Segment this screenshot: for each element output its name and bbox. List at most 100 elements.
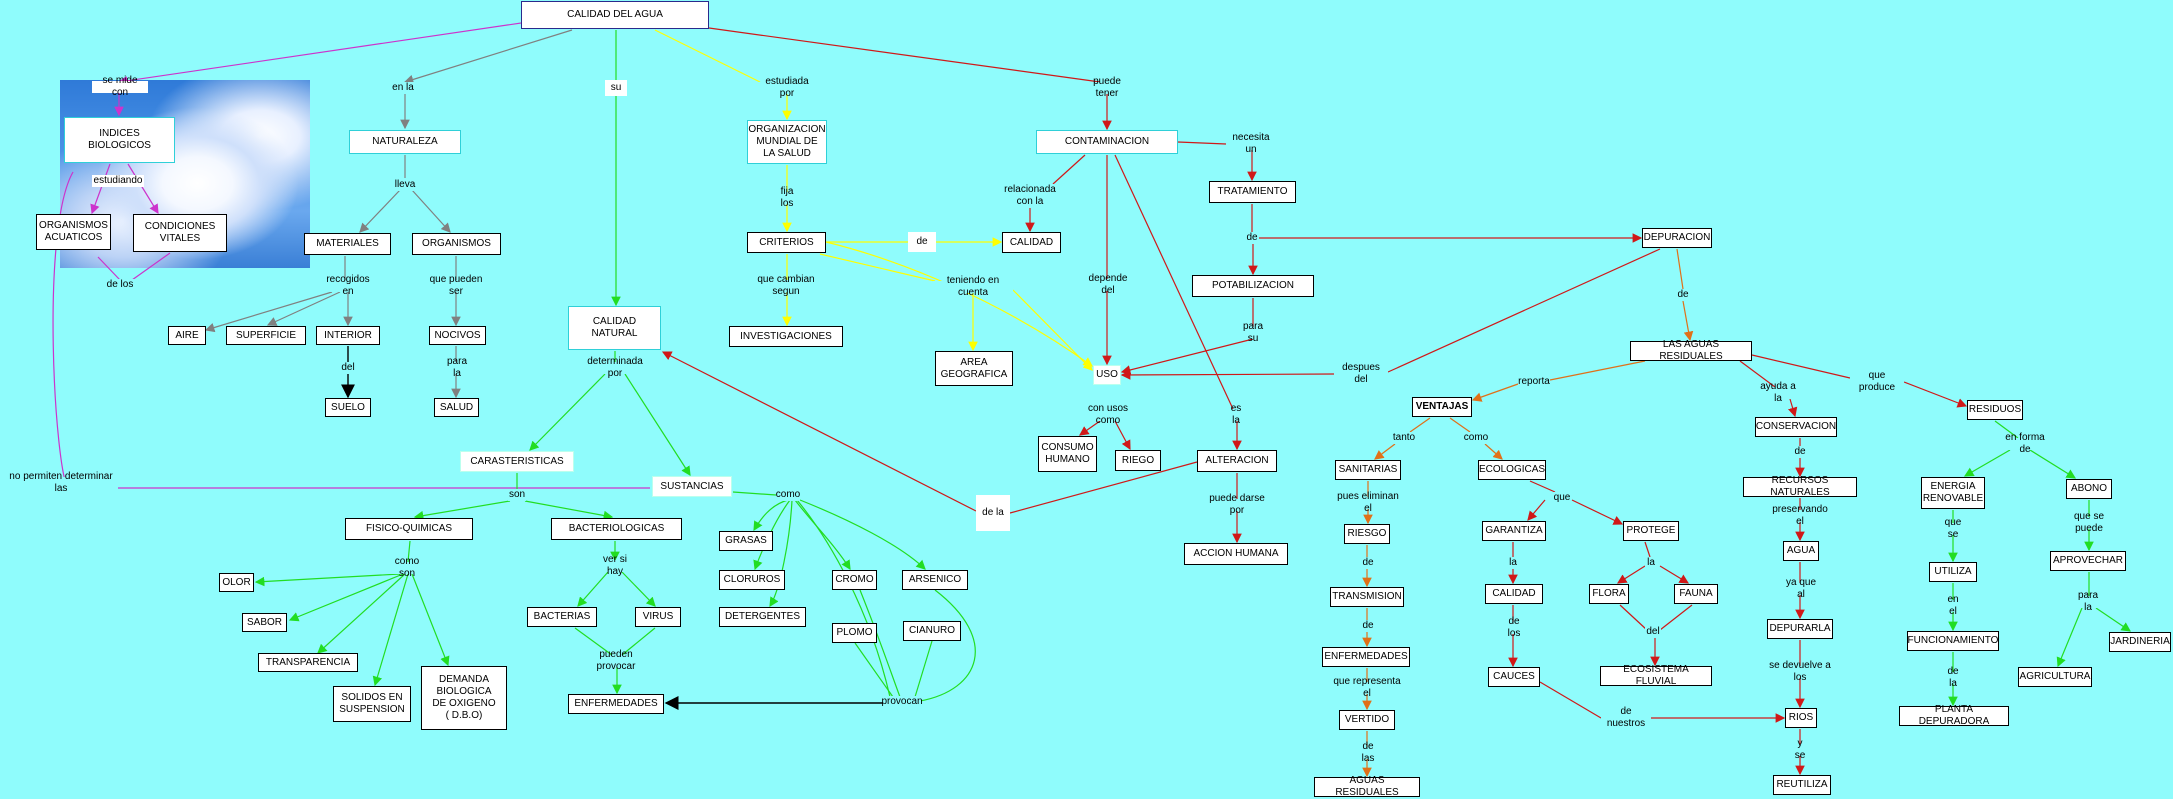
node-alteracion[interactable]: ALTERACION bbox=[1197, 450, 1277, 472]
node-sabor[interactable]: SABOR bbox=[242, 613, 287, 632]
node-agua[interactable]: AGUA bbox=[1783, 541, 1819, 561]
node-energia-renovable[interactable]: ENERGIA RENOVABLE bbox=[1921, 477, 1985, 509]
label-que-se-puede: que se puede bbox=[2061, 511, 2117, 534]
node-riego[interactable]: RIEGO bbox=[1115, 450, 1161, 471]
node-cloruros[interactable]: CLORUROS bbox=[719, 570, 785, 590]
node-calidad-natural[interactable]: CALIDAD NATURAL bbox=[568, 306, 661, 350]
node-naturaleza[interactable]: NATURALEZA bbox=[349, 130, 461, 154]
node-abono[interactable]: ABONO bbox=[2066, 479, 2112, 499]
node-consumo-humano[interactable]: CONSUMO HUMANO bbox=[1038, 436, 1097, 472]
connector-line bbox=[1079, 420, 1101, 436]
node-vertido[interactable]: VERTIDO bbox=[1339, 710, 1395, 730]
node-plomo[interactable]: PLOMO bbox=[832, 623, 877, 643]
node-cianuro[interactable]: CIANURO bbox=[903, 621, 961, 641]
node-uso[interactable]: USO bbox=[1093, 365, 1121, 385]
node-grasas[interactable]: GRASAS bbox=[719, 531, 773, 551]
node-ecologicas[interactable]: ECOLOGICAS bbox=[1478, 460, 1546, 480]
node-enfermedades-2[interactable]: ENFERMEDADES bbox=[1322, 647, 1410, 667]
node-potabilizacion[interactable]: POTABILIZACION bbox=[1192, 275, 1314, 297]
node-arsenico[interactable]: ARSENICO bbox=[902, 570, 968, 590]
node-jardineria[interactable]: JARDINERIA bbox=[2109, 632, 2171, 652]
node-cauces[interactable]: CAUCES bbox=[1488, 667, 1540, 687]
node-recursos-naturales[interactable]: RECURSOS NATURALES bbox=[1743, 475, 1857, 498]
node-organismos-acuaticos[interactable]: ORGANISMOS ACUATICOS bbox=[36, 214, 111, 250]
connector-line bbox=[117, 21, 529, 86]
label-lleva: lleva bbox=[393, 179, 417, 191]
node-depurarla[interactable]: DEPURARLA bbox=[1767, 619, 1833, 639]
node-reutiliza[interactable]: REUTILIZA bbox=[1773, 775, 1831, 795]
node-agricultura[interactable]: AGRICULTURA bbox=[2018, 667, 2092, 687]
node-nocivos[interactable]: NOCIVOS bbox=[429, 326, 486, 345]
node-aprovechar[interactable]: APROVECHAR bbox=[2050, 551, 2126, 571]
node-funcionamiento[interactable]: FUNCIONAMIENTO bbox=[1907, 631, 1999, 651]
node-criterios[interactable]: CRITERIOS bbox=[747, 232, 826, 253]
node-materiales[interactable]: MATERIALES bbox=[304, 233, 391, 255]
node-salud[interactable]: SALUD bbox=[434, 398, 479, 417]
connector-line bbox=[1682, 300, 1694, 342]
node-contaminacion[interactable]: CONTAMINACION bbox=[1036, 130, 1178, 154]
node-tratamiento[interactable]: TRATAMIENTO bbox=[1209, 181, 1296, 203]
node-accion-humana[interactable]: ACCION HUMANA bbox=[1184, 543, 1288, 565]
label-en-la: en la bbox=[390, 82, 416, 94]
node-ecosistema-fluvial[interactable]: ECOSISTEMA FLUVIAL bbox=[1600, 664, 1712, 687]
connector-line bbox=[372, 573, 409, 687]
node-planta-depuradora[interactable]: PLANTA DEPURADORA bbox=[1899, 704, 2009, 727]
label-puede-darse-por: puede darse por bbox=[1203, 493, 1271, 516]
node-depuracion[interactable]: DEPURACION bbox=[1642, 228, 1712, 248]
node-interior[interactable]: INTERIOR bbox=[316, 326, 380, 345]
node-organismos[interactable]: ORGANISMOS bbox=[412, 233, 501, 255]
node-solidos-en-suspension[interactable]: SOLIDOS EN SUSPENSION bbox=[333, 686, 411, 722]
connector-line bbox=[1374, 443, 1396, 460]
node-transmision[interactable]: TRANSMISION bbox=[1330, 587, 1404, 607]
node-riesgo[interactable]: RIESGO bbox=[1344, 524, 1390, 544]
node-protege[interactable]: PROTEGE bbox=[1623, 521, 1679, 541]
node-fisico-quimicas[interactable]: FISICO-QUIMICAS bbox=[345, 518, 473, 540]
connector-line bbox=[529, 373, 606, 451]
node-aguas-residuales[interactable]: AGUAS RESIDUALES bbox=[1314, 775, 1420, 798]
node-suelo[interactable]: SUELO bbox=[325, 398, 371, 417]
node-indices-biologicos[interactable]: INDICES BIOLOGICOS bbox=[64, 117, 175, 163]
node-enfermedades-1[interactable]: ENFERMEDADES bbox=[568, 694, 664, 714]
node-conservacion[interactable]: CONSERVACION bbox=[1755, 417, 1837, 437]
node-calidad-cauces[interactable]: CALIDAD bbox=[1485, 584, 1543, 604]
node-calidad-del-agua[interactable]: CALIDAD DEL AGUA bbox=[521, 1, 709, 29]
node-virus[interactable]: VIRUS bbox=[635, 607, 681, 627]
node-cromo[interactable]: CROMO bbox=[832, 570, 877, 590]
node-sanitarias[interactable]: SANITARIAS bbox=[1335, 460, 1401, 480]
label-necesita-un: necesita un bbox=[1226, 132, 1276, 155]
node-detergentes[interactable]: DETERGENTES bbox=[719, 607, 806, 627]
node-transparencia[interactable]: TRANSPARENCIA bbox=[258, 653, 358, 672]
label-ayuda-a-la: ayuda a la bbox=[1755, 381, 1801, 404]
connector-line bbox=[359, 189, 401, 233]
node-ventajas[interactable]: VENTAJAS bbox=[1412, 397, 1472, 417]
node-bacteriologicas[interactable]: BACTERIOLOGICAS bbox=[551, 518, 682, 540]
node-investigaciones[interactable]: INVESTIGACIONES bbox=[729, 326, 843, 347]
node-aire[interactable]: AIRE bbox=[168, 326, 206, 345]
node-rios[interactable]: RIOS bbox=[1785, 708, 1817, 728]
node-bacterias[interactable]: BACTERIAS bbox=[527, 607, 597, 627]
node-fauna[interactable]: FAUNA bbox=[1674, 584, 1718, 604]
node-calidad-criterios[interactable]: CALIDAD bbox=[1002, 232, 1061, 253]
node-area-geografica[interactable]: AREA GEOGRAFICA bbox=[935, 351, 1013, 386]
label-en-forma-de: en forma de bbox=[1999, 432, 2051, 455]
node-condiciones-vitales[interactable]: CONDICIONES VITALES bbox=[133, 214, 227, 252]
label-fija-los: fija los bbox=[772, 186, 802, 209]
connector-line bbox=[1114, 420, 1131, 451]
node-oms[interactable]: ORGANIZACION MUNDIAL DE LA SALUD bbox=[747, 120, 827, 164]
connector-line bbox=[1009, 461, 1198, 514]
node-flora[interactable]: FLORA bbox=[1589, 584, 1629, 604]
label-se-mide-con: se mide con bbox=[92, 75, 148, 98]
node-olor[interactable]: OLOR bbox=[219, 573, 254, 592]
connector-line bbox=[2029, 449, 2077, 479]
node-superficie[interactable]: SUPERFICIE bbox=[226, 326, 306, 345]
node-utiliza[interactable]: UTILIZA bbox=[1929, 562, 1977, 582]
node-garantiza[interactable]: GARANTIZA bbox=[1482, 521, 1546, 541]
connector-line bbox=[661, 351, 977, 512]
node-las-aguas-residuales[interactable]: LAS AGUAS RESIDUALES bbox=[1630, 339, 1752, 362]
node-demanda-biologica[interactable]: DEMANDA BIOLOGICA DE OXIGENO ( D.B.O) bbox=[421, 666, 507, 730]
connector-line bbox=[317, 573, 406, 654]
node-sustancias[interactable]: SUSTANCIAS bbox=[652, 476, 732, 497]
node-residuos[interactable]: RESIDUOS bbox=[1967, 400, 2023, 420]
node-carasteristicas[interactable]: CARASTERISTICAS bbox=[460, 451, 574, 472]
